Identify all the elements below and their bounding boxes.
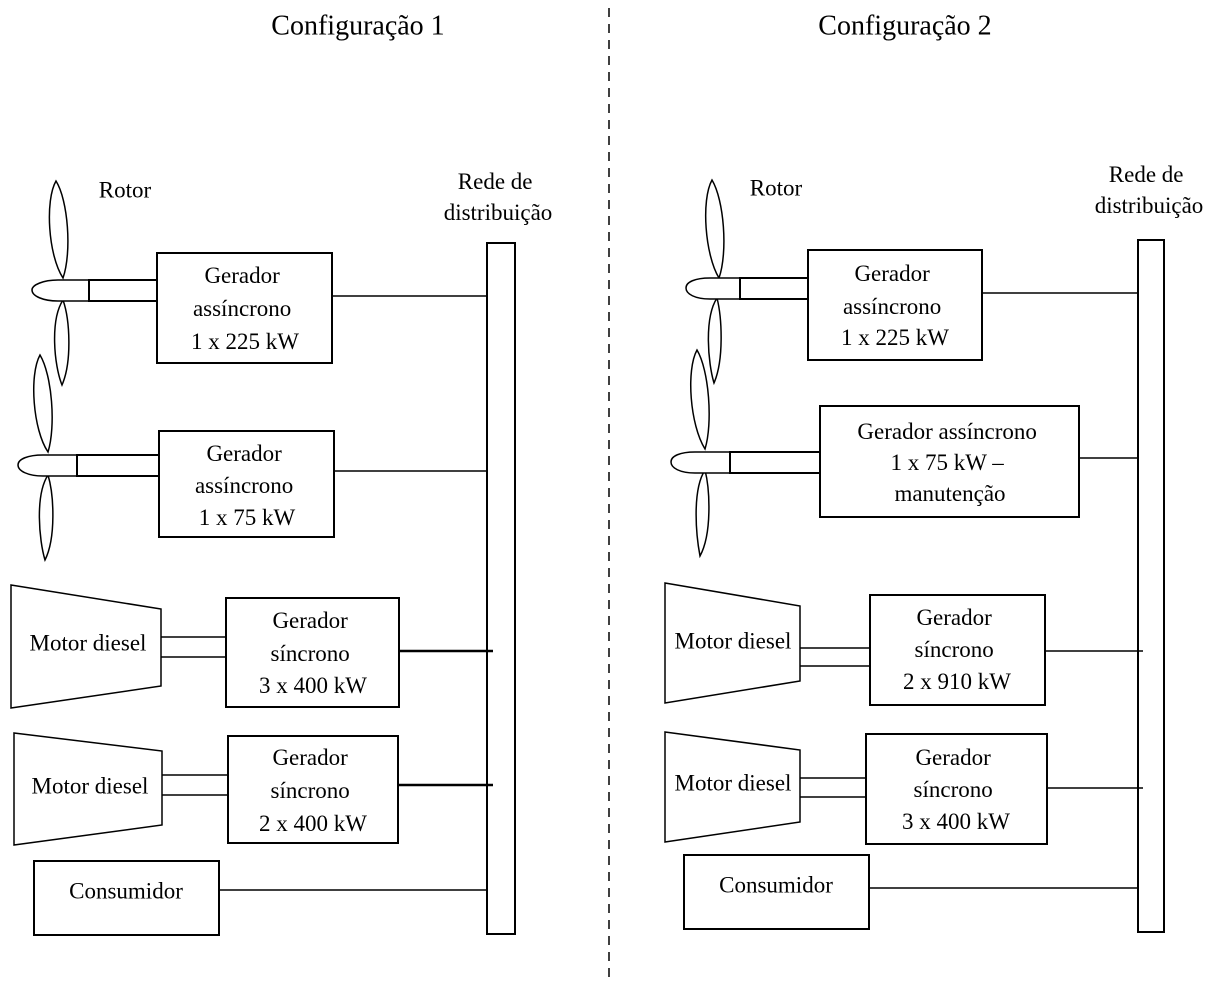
config2-async-generator-225: [807, 249, 983, 361]
config2-title: Configuração 2: [818, 10, 991, 41]
config1-async-generator-225: [156, 252, 333, 364]
config1-grid-label: Rede de distribuição: [444, 169, 553, 225]
config1-gen-c-label: Gerador síncrono 3 x 400 kW: [259, 608, 367, 698]
config2-diesel-engine-2: [664, 731, 801, 843]
config2-shaft-2: [729, 451, 821, 474]
config2-sync-generator-2x910: [869, 594, 1046, 706]
config2-async-generator-75: [819, 405, 1080, 518]
config1-diesel-1-label: Motor diesel: [30, 630, 147, 655]
config1-gen-d-label: Gerador síncrono 2 x 400 kW: [259, 745, 367, 836]
config2-diesel-1-label: Motor diesel: [675, 628, 792, 653]
config2-rotor-1-icon: [685, 178, 741, 386]
config2-rotor-label: Rotor: [750, 175, 803, 200]
config1-async-generator-75: [158, 430, 335, 538]
config1-shaft-2: [76, 454, 162, 477]
config2-consumer: [683, 854, 870, 930]
config1-consumer: [33, 860, 220, 936]
config1-rotor-1-icon: [31, 179, 90, 387]
config1-distribution-bus: [486, 242, 516, 935]
config2-gen-c-label: Gerador síncrono 2 x 910 kW: [903, 605, 1011, 694]
config2-gen-b-label: Gerador assíncrono 1 x 75 kW – manutençã…: [857, 419, 1042, 506]
config1-sync-generator-3x400: [225, 597, 400, 708]
config1-gen-a-label: Gerador assíncrono 1 x 225 kW: [191, 263, 299, 354]
config2-rotor-2-icon: [670, 348, 731, 559]
config2-grid-label: Rede de distribuição: [1095, 162, 1204, 218]
config2-shaft-1: [739, 277, 811, 300]
config2-gen-d-label: Gerador síncrono 3 x 400 kW: [902, 745, 1010, 834]
config2-distribution-bus: [1137, 239, 1165, 933]
config1-shaft-1: [88, 279, 160, 302]
configuration-2: Configuração 2 Rotor Rede de distribuiçã…: [664, 10, 1204, 933]
config1-rotor-2-icon: [17, 353, 78, 563]
config2-diesel-engine-1: [664, 582, 801, 704]
config1-gen-b-label: Gerador assíncrono 1 x 75 kW: [195, 441, 299, 530]
config2-consumer-label: Consumidor: [719, 872, 833, 897]
config1-diesel-engine-2: [13, 732, 163, 846]
config2-sync-generator-3x400: [865, 733, 1048, 845]
config1-diesel-engine-1: [10, 584, 162, 709]
config2-gen-a-label: Gerador assíncrono 1 x 225 kW: [841, 261, 949, 350]
config1-title: Configuração 1: [271, 10, 444, 41]
configuration-1: Configuração 1 Rotor Rede de distribuiçã…: [10, 10, 553, 936]
config1-consumer-label: Consumidor: [69, 878, 183, 903]
config1-diesel-2-label: Motor diesel: [32, 773, 149, 798]
config2-diesel-2-label: Motor diesel: [675, 770, 792, 795]
config1-rotor-label: Rotor: [99, 177, 152, 202]
config1-sync-generator-2x400: [227, 735, 399, 844]
